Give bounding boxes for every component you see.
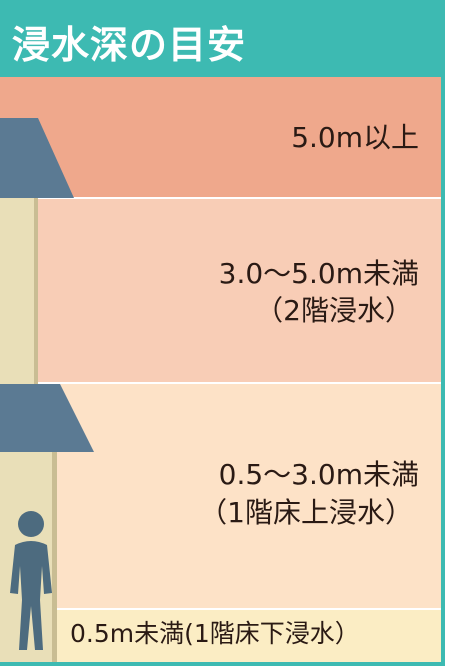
person-icon [10,511,52,650]
level-band-5m-plus [0,77,441,198]
page-title: 浸水深の目安 [12,23,247,67]
upper-roof [0,118,74,198]
level-divider [0,382,441,384]
upper-wall-edge [34,196,38,384]
level-divider [0,197,441,199]
level-label-3-5m: 3.0〜5.0m未満 [218,257,419,290]
house-illustration [0,118,94,662]
lower-roof [0,384,94,452]
level-band-3-5m [0,198,441,383]
title-bar: 浸水深の目安 [0,0,441,77]
level-divider [0,608,441,610]
level-sublabel-05-3m: （1階床上浸水） [199,496,413,529]
flood-depth-guide: 浸水深の目安 5.0m以上 3.0〜5.0m未満 （2階浸水） 0.5〜3.0m… [0,0,445,666]
level-label-5m-plus: 5.0m以上 [291,121,419,154]
level-sublabel-3-5m: （2階浸水） [255,294,413,327]
lower-wall-edge [52,450,57,662]
upper-wall [0,196,34,384]
level-label-under-05m: 0.5m未満(1階床下浸水） [70,619,360,648]
level-band-under-05m [0,609,441,662]
level-label-05-3m: 0.5〜3.0m未満 [218,458,419,491]
